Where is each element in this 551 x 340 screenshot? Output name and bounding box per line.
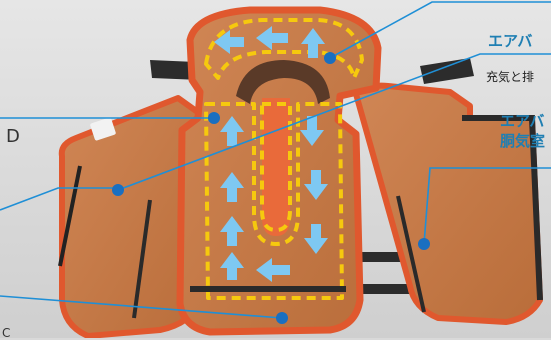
label-air-bag-mid: エアバ bbox=[500, 110, 544, 131]
label-torso-chamber: 胴気室 bbox=[500, 130, 545, 151]
label-inflate-exhaust: 充気と排 bbox=[486, 68, 534, 85]
center-slit bbox=[262, 98, 290, 236]
bottom-zipper bbox=[190, 286, 346, 292]
label-air-bag-top: エアバ bbox=[488, 30, 532, 51]
label-d: D bbox=[6, 126, 20, 147]
